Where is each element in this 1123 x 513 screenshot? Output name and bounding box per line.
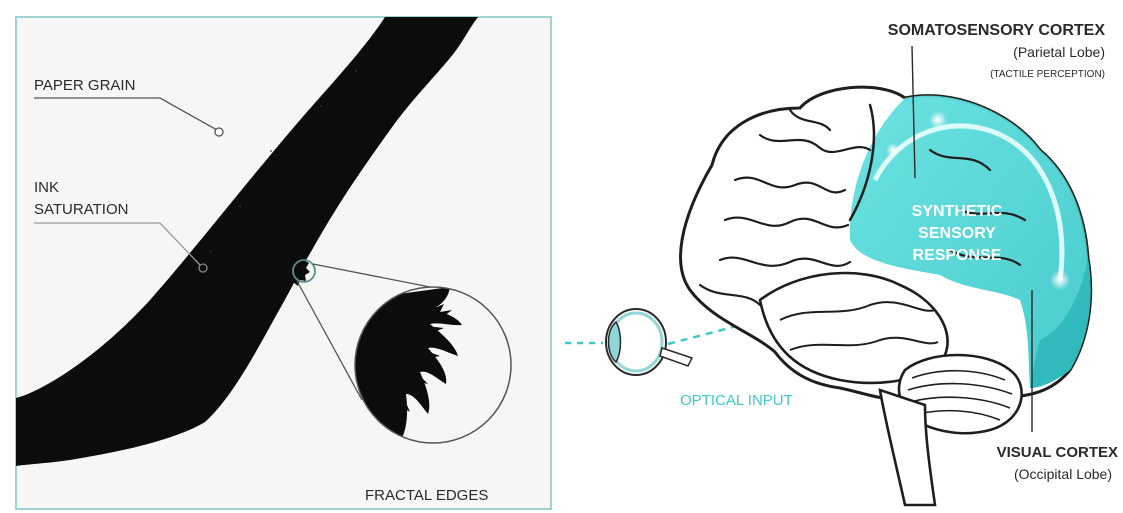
somatosensory-subtitle: (Parietal Lobe) (1013, 44, 1105, 60)
visual-cortex-subtitle: (Occipital Lobe) (1014, 466, 1112, 482)
visual-cortex-title: VISUAL CORTEX (997, 444, 1118, 461)
somatosensory-note: (TACTILE PERCEPTION) (990, 69, 1105, 80)
fractal-edges-label: FRACTAL EDGES (365, 487, 488, 504)
response-line3: RESPONSE (913, 247, 1002, 264)
fractal-edges-magnifier (355, 287, 511, 443)
paper-grain-label: PAPER GRAIN (34, 77, 135, 94)
somatosensory-title: SOMATOSENSORY CORTEX (888, 22, 1106, 39)
brain-illustration (681, 87, 1091, 505)
ink-saturation-label-line1: INK (34, 179, 59, 196)
optical-input-label: OPTICAL INPUT (680, 392, 793, 409)
glow-point (929, 111, 947, 129)
response-line1: SYNTHETIC (912, 203, 1003, 220)
ink-saturation-label-line2: SATURATION (34, 201, 128, 218)
glow-point (886, 143, 900, 157)
eye-icon (606, 309, 692, 375)
glow-point (1050, 270, 1070, 290)
paper-grain-marker (215, 128, 223, 136)
ink-panel: PAPER GRAIN INK SATURATION FRACTAL EDGES (16, 17, 551, 509)
synthetic-response-annotation: SYNTHETIC SENSORY RESPONSE (912, 203, 1003, 264)
response-line2: SENSORY (918, 225, 996, 242)
